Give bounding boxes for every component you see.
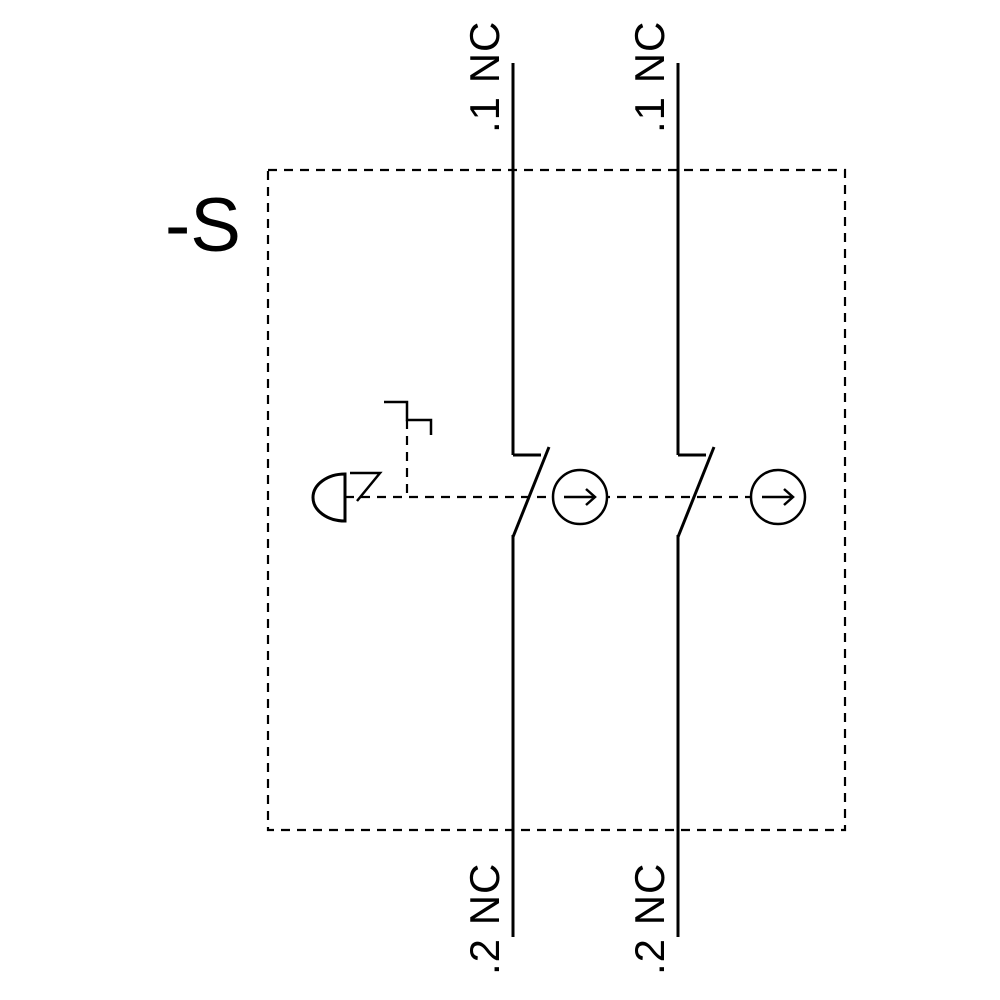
terminal-label-contact1-top: .1 NC [461, 21, 508, 133]
positive-opening-icon-1 [551, 468, 609, 526]
enclosure-dashed-outline [266, 168, 847, 832]
latching-detent-icon [384, 400, 433, 435]
positive-opening-icon-2 [749, 468, 807, 526]
device-tag: -S [165, 183, 241, 268]
terminal-label-contact1-bottom: .2 NC [461, 863, 508, 975]
contact-2-moving-contact [676, 446, 716, 538]
nc-contact-2 [676, 63, 716, 937]
terminal-label-contact2-bottom: .2 NC [626, 863, 673, 975]
arrow-head-icon-1 [585, 488, 597, 506]
mechanical-link-dashed [345, 420, 751, 499]
estop-actuator [311, 400, 433, 523]
terminal-label-contact2-top: .1 NC [626, 21, 673, 133]
contact-1-moving-contact [511, 446, 551, 538]
mushroom-head-icon [311, 472, 347, 523]
nc-contact-1 [511, 63, 551, 937]
arrow-head-icon-2 [783, 488, 795, 506]
trip-release-hook-icon [350, 471, 383, 502]
